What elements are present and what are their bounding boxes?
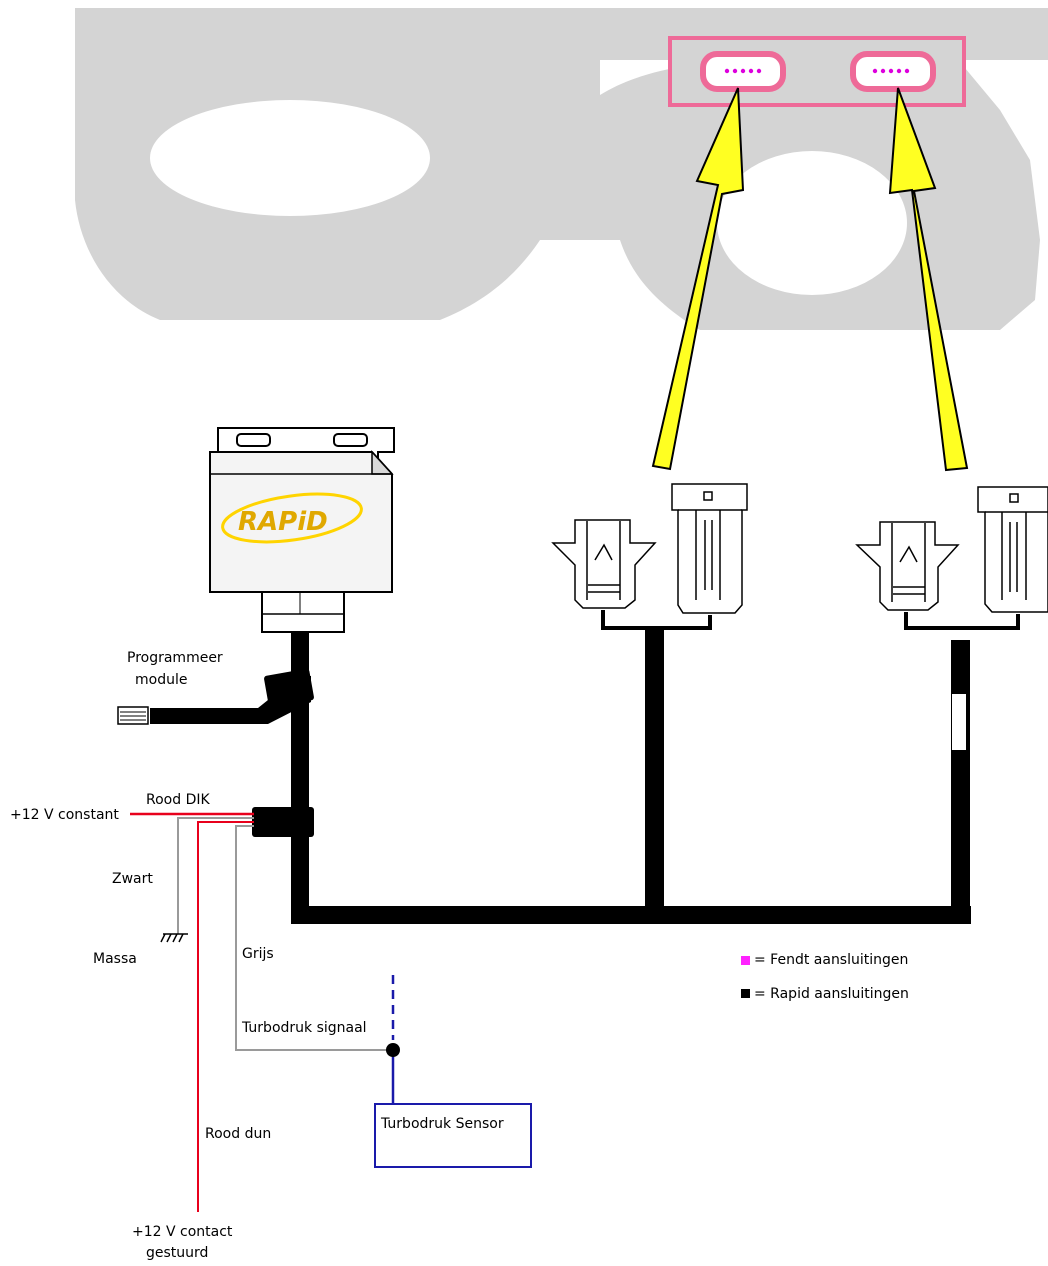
wire-zwart — [177, 817, 254, 934]
label-massa: Massa — [93, 951, 137, 967]
rapid-module: RAPiD — [209, 427, 395, 633]
connector-pair-left — [551, 483, 748, 630]
label-plus12-constant: +12 V constant — [10, 807, 119, 823]
label-programmeer-1: Programmeer — [127, 650, 223, 666]
ground-symbol — [160, 933, 188, 943]
label-rood-dik: Rood DIK — [146, 792, 210, 808]
legend-fendt-swatch — [741, 956, 750, 965]
connection-arrows — [651, 87, 969, 472]
connector-pair-right — [855, 486, 1048, 630]
fendt-pins — [724, 68, 910, 74]
label-plus12-contact-1: +12 V contact — [132, 1224, 233, 1240]
signal-junction — [386, 1043, 400, 1057]
turbodruk-sensor-box — [374, 1103, 532, 1168]
legend: = Fendt aansluitingen = Rapid aansluitin… — [741, 952, 909, 1002]
label-zwart: Zwart — [112, 871, 153, 887]
fendt-connector-panel — [668, 36, 966, 107]
legend-rapid-swatch — [741, 989, 750, 998]
arrow-left — [651, 87, 745, 471]
arrow-right — [888, 87, 969, 472]
label-plus12-contact-2: gestuurd — [146, 1245, 208, 1261]
turbodruk-sensor-label: Turbodruk Sensor — [380, 1116, 504, 1132]
small-wires — [130, 812, 400, 1212]
main-harness — [117, 630, 971, 924]
legend-rapid-text: = Rapid aansluitingen — [754, 986, 909, 1002]
rapid-logo: RAPiD — [238, 507, 328, 537]
label-turbodruk-signaal: Turbodruk signaal — [241, 1020, 367, 1036]
label-rood-dun: Rood dun — [205, 1126, 271, 1142]
legend-fendt-text: = Fendt aansluitingen — [754, 952, 908, 968]
label-programmeer-2: module — [135, 672, 187, 688]
label-grijs: Grijs — [242, 946, 274, 962]
wire-rood-dun — [197, 821, 254, 1212]
wire-grijs — [235, 825, 393, 1051]
